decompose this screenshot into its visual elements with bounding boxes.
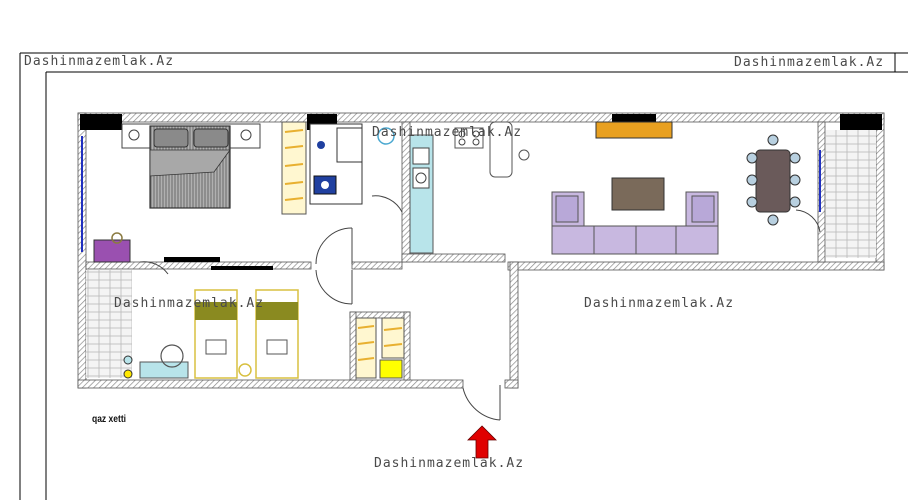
hall-wardrobe [355,317,405,379]
watermark-kitchen: Dashinmazemlak.Az [372,125,523,140]
watermark-top-left: Dashinmazemlak.Az [24,54,175,69]
dresser [93,239,131,263]
door-arcs [139,195,821,421]
gas-line-label: qaz xetti [92,414,127,425]
rug [611,177,665,211]
watermark-bottom: Dashinmazemlak.Az [374,456,525,471]
tv-stand [595,121,673,139]
watermark-top-right: Dashinmazemlak.Az [734,55,885,70]
single-bed-2 [255,289,299,379]
bathroom-fixtures [309,123,395,205]
dresser-lamp [111,232,123,244]
windows [81,136,821,252]
balcony-right [826,130,876,258]
watermark-bedroom: Dashinmazemlak.Az [114,296,265,311]
single-bed-1 [194,289,238,379]
chair [160,344,184,368]
entrance-arrow [467,425,497,459]
double-bed [121,123,261,209]
sheet-frame [19,52,908,500]
kitchen [409,121,530,254]
walls [77,112,885,389]
gas-points [123,355,133,379]
dining-set [746,134,801,226]
nightstand [238,363,252,377]
sofa [551,191,719,255]
watermark-hall: Dashinmazemlak.Az [584,296,735,311]
wardrobe-bedroom [281,121,307,215]
